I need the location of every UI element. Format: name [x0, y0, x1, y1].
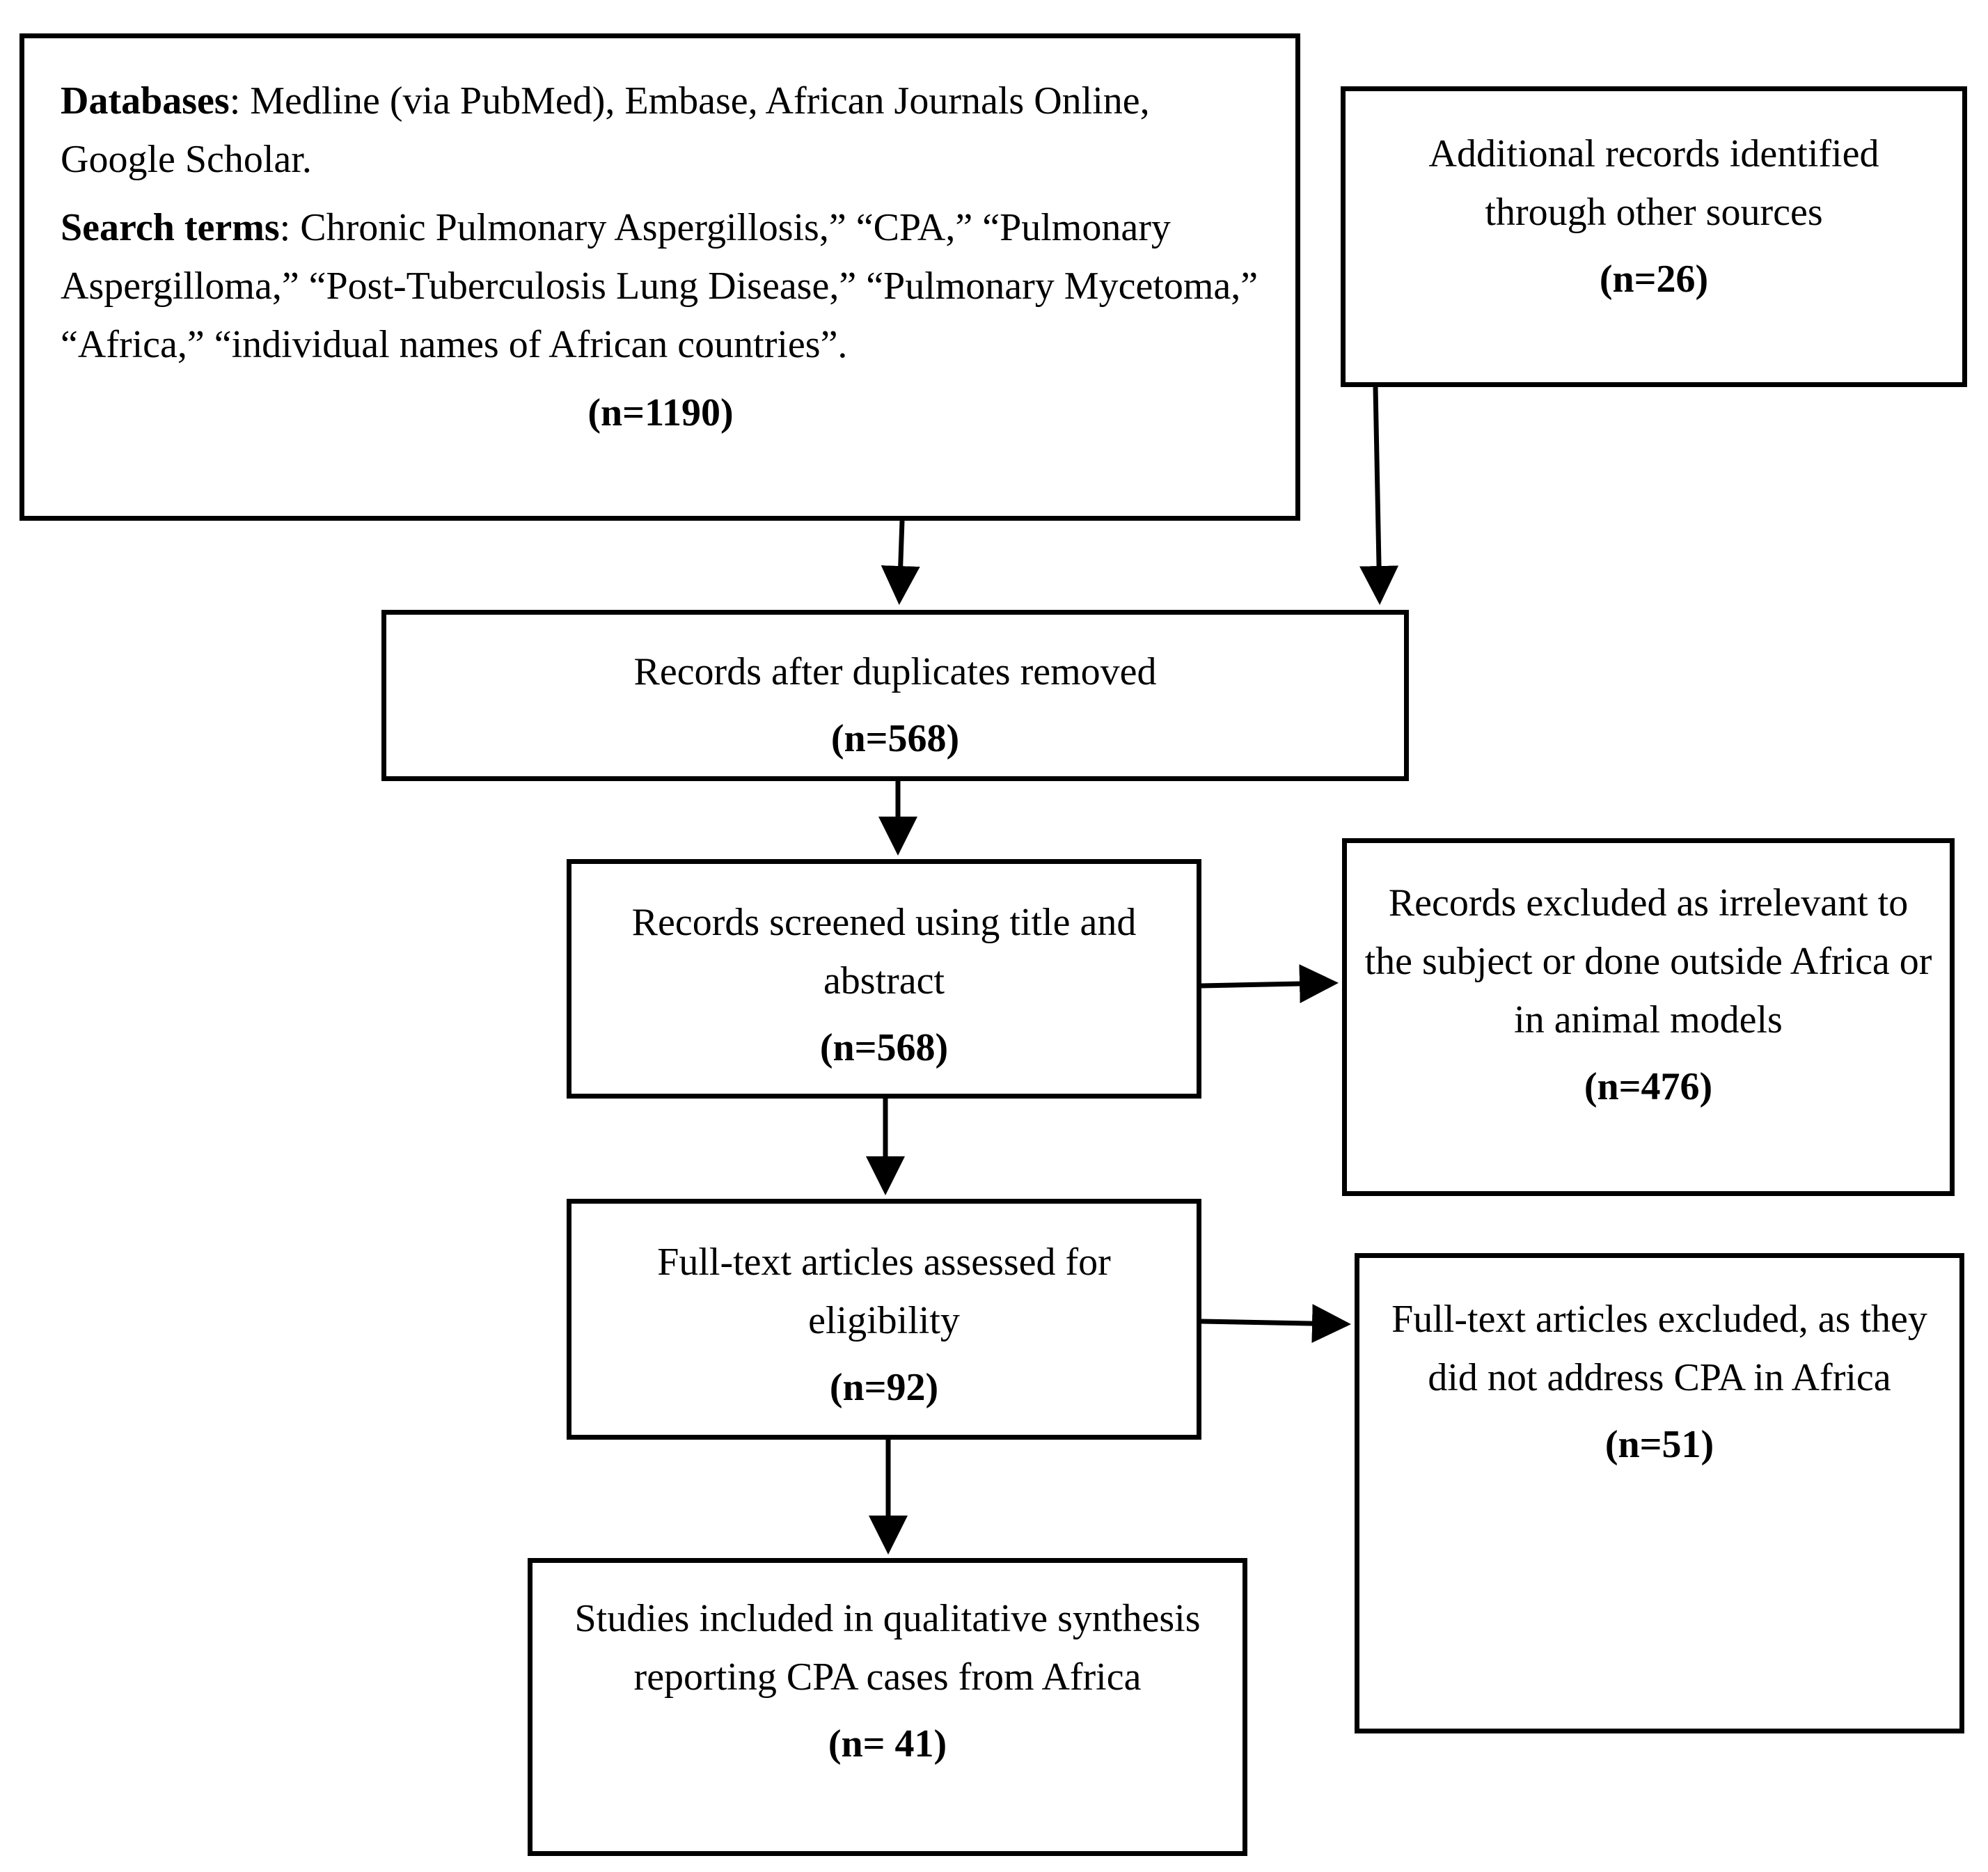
fulltext-excluded-box: Full-text articles excluded, as they did… [1355, 1253, 1964, 1733]
records-excluded-text: Records excluded as irrelevant to the su… [1364, 881, 1932, 1041]
studies-included-text: Studies included in qualitative synthesi… [574, 1597, 1201, 1699]
fulltext-assessed-box: Full-text articles assessed for eligibil… [567, 1199, 1201, 1440]
duplicates-removed-box: Records after duplicates removed (n=568) [381, 610, 1409, 781]
fulltext-assessed-text: Full-text articles assessed for eligibil… [657, 1241, 1111, 1342]
arrow-screened-to-excluded [1201, 964, 1339, 1004]
records-screened-text: Records screened using title and abstrac… [631, 901, 1137, 1002]
records-screened-box: Records screened using title and abstrac… [567, 859, 1201, 1099]
fulltext-excluded-count: (n=51) [1604, 1423, 1714, 1466]
additional-records-count: (n=26) [1599, 258, 1709, 301]
records-excluded-count: (n=476) [1584, 1065, 1713, 1108]
additional-records-box: Additional records identified through ot… [1341, 86, 1967, 387]
databases-paragraph: Databases: Medline (via PubMed), Embase,… [61, 72, 1261, 189]
records-excluded-box: Records excluded as irrelevant to the su… [1342, 838, 1955, 1196]
arrow-additional-to-duplicates [1359, 386, 1399, 605]
duplicates-removed-text: Records after duplicates removed [633, 650, 1157, 693]
search-terms-text: : Chronic Pulmonary Aspergillosis,” “CPA… [61, 206, 1259, 366]
search-terms-paragraph: Search terms: Chronic Pulmonary Aspergil… [61, 198, 1261, 374]
databases-box: Databases: Medline (via PubMed), Embase,… [19, 33, 1300, 521]
studies-included-box: Studies included in qualitative synthesi… [528, 1558, 1247, 1856]
databases-label: Databases [61, 79, 230, 123]
additional-records-text: Additional records identified through ot… [1428, 132, 1879, 234]
fulltext-assessed-count: (n=92) [829, 1366, 939, 1409]
databases-count: (n=1190) [587, 391, 734, 434]
studies-included-count: (n= 41) [828, 1722, 947, 1765]
records-screened-count: (n=568) [819, 1026, 949, 1069]
search-terms-label: Search terms [61, 206, 280, 249]
arrow-fulltext-to-excluded [1201, 1304, 1351, 1344]
arrow-databases-to-duplicates [881, 520, 920, 605]
fulltext-excluded-text: Full-text articles excluded, as they did… [1391, 1298, 1927, 1399]
duplicates-removed-count: (n=568) [830, 717, 960, 760]
databases-text: : Medline (via PubMed), Embase, African … [61, 79, 1150, 181]
